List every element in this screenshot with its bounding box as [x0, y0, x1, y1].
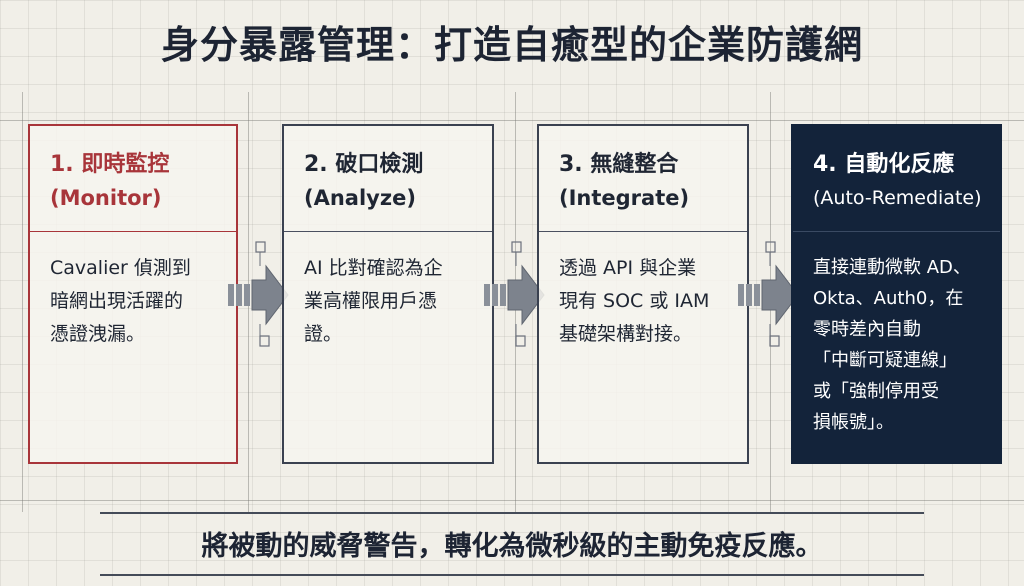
step-card-analyze: 2. 破口檢測 (Analyze) AI 比對確認為企 業高權限用戶憑 證。: [282, 124, 494, 464]
step-subheading: (Analyze): [304, 186, 416, 210]
step-description: Cavalier 偵測到 暗網出現活躍的 憑證洩漏。: [50, 257, 191, 345]
step-heading: 2. 破口檢測: [304, 152, 424, 177]
step-description: 直接連動微軟 AD、 Okta、Auth0，在 零時差內自動 「中斷可疑連線」 …: [813, 257, 971, 433]
step-card-monitor: 1. 即時監控 (Monitor) Cavalier 偵測到 暗網出現活躍的 憑…: [28, 124, 238, 464]
step-description: 透過 API 與企業 現有 SOC 或 IAM 基礎架構對接。: [559, 257, 710, 345]
step-heading: 1. 即時監控: [50, 152, 170, 177]
step-subheading: (Integrate): [559, 186, 690, 210]
step-description: AI 比對確認為企 業高權限用戶憑 證。: [304, 257, 443, 345]
guide-line: [0, 500, 1024, 501]
step-heading: 4. 自動化反應: [813, 152, 955, 177]
step-header: 4. 自動化反應 (Auto-Remediate): [793, 126, 1000, 232]
page-title: 身分暴露管理：打造自癒型的企業防護網: [160, 23, 863, 67]
arrow-right-icon: [228, 241, 289, 347]
guide-line: [22, 92, 23, 512]
step-header: 1. 即時監控 (Monitor): [30, 126, 236, 232]
divider: [100, 574, 924, 576]
guide-line: [0, 120, 1024, 121]
step-subheading: (Auto-Remediate): [813, 187, 982, 209]
step-subheading: (Monitor): [50, 186, 162, 210]
arrow-right-icon: [738, 241, 799, 347]
summary-statement: 將被動的威脅警告，轉化為微秒級的主動免疫反應。: [201, 531, 823, 562]
divider: [100, 512, 924, 514]
step-header: 2. 破口檢測 (Analyze): [284, 126, 492, 232]
step-heading: 3. 無縫整合: [559, 152, 679, 177]
step-card-integrate: 3. 無縫整合 (Integrate) 透過 API 與企業 現有 SOC 或 …: [537, 124, 749, 464]
step-card-auto-remediate: 4. 自動化反應 (Auto-Remediate) 直接連動微軟 AD、 Okt…: [791, 124, 1002, 464]
step-header: 3. 無縫整合 (Integrate): [539, 126, 747, 232]
arrow-right-icon: [484, 241, 545, 347]
